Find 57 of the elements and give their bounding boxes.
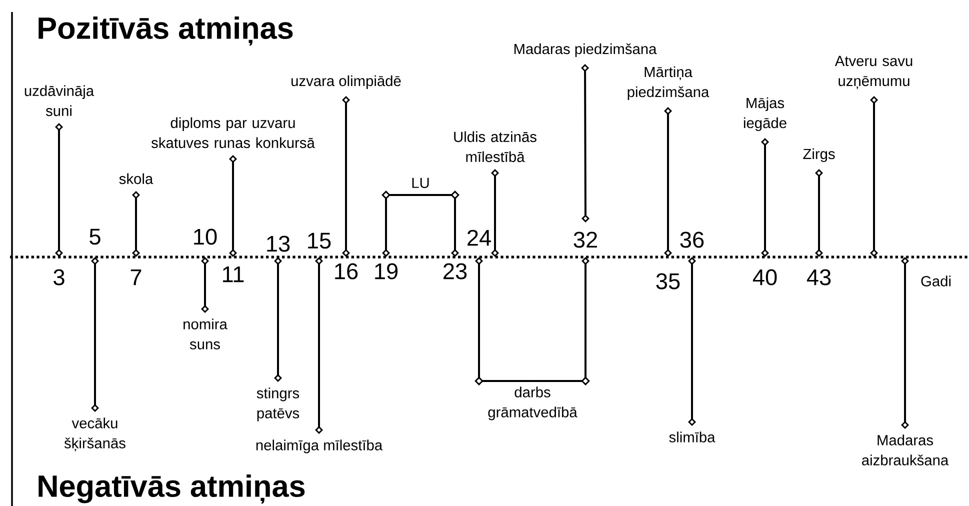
axis-label: Gadi [921,276,951,286]
timeline-stem [55,123,63,257]
event-label: Mājas iegāde [744,97,786,132]
event-label: Atveru savu uzņēmumu [834,56,912,90]
event-label: slimība [669,432,716,442]
section-heading: Pozitīvās atmiņas [38,16,293,46]
age-number: 7 [130,269,142,286]
age-number: 36 [680,232,704,248]
event-label: Uldis atzinās mīlestībā [454,131,536,162]
timeline-stem [870,96,878,257]
age-number: 40 [752,269,777,286]
timeline-stem [132,191,140,257]
age-number: 16 [335,263,358,280]
period-bracket [474,257,532,386]
event-label: nomira suns [184,318,228,350]
period-bracket [382,190,420,257]
timeline-stem [761,138,770,257]
timeline-stem [91,257,99,412]
event-label: Madaras piedzimšana [514,43,657,58]
age-number: 32 [574,232,597,248]
event-label: uzvara olimpiādē [292,75,401,90]
period-bracket [420,190,460,257]
event-label: vecāku šķiršanās [64,418,126,452]
age-number: 43 [806,269,831,286]
timeline-stem [229,155,237,257]
age-number: 23 [444,263,467,280]
event-label: Zirgs [803,148,835,162]
section-heading: Negatīvās atmiņas [38,474,305,504]
event-label: skola [119,173,154,184]
timeline-stem [342,96,350,257]
age-number: 15 [308,232,331,249]
age-number: 24 [468,230,491,246]
event-label: stingrs patēvs [256,388,300,422]
age-number: 5 [90,228,100,245]
event-label: uzdāvināja suni [24,85,94,116]
timeline-stem [664,107,672,257]
event-label: diploms par uzvaru skatuves runas konkursā [152,117,315,148]
age-number: 11 [222,266,244,282]
event-label: Mārtiņa piedzimšana [628,66,710,100]
timeline-stem [201,257,209,313]
event-label: Madaras aizbraukšana [862,434,949,466]
timeline-stem [901,257,910,429]
age-number: 19 [375,263,398,280]
age-number: 3 [54,269,64,286]
period-bracket [532,257,590,386]
event-label: nelaimīga mīlestība [256,440,383,454]
age-number: 35 [656,273,680,290]
timeline-stem [581,64,590,222]
event-label: darbs grāmatvedībā [488,386,578,420]
timeline-stem [815,169,823,257]
timeline-stem [315,257,323,434]
timeline-stem [274,257,282,382]
timeline-stem [688,257,696,426]
age-number: 13 [267,236,290,252]
age-number: 10 [194,228,217,245]
timeline-stem [491,169,500,257]
event-label: LU [412,178,429,188]
